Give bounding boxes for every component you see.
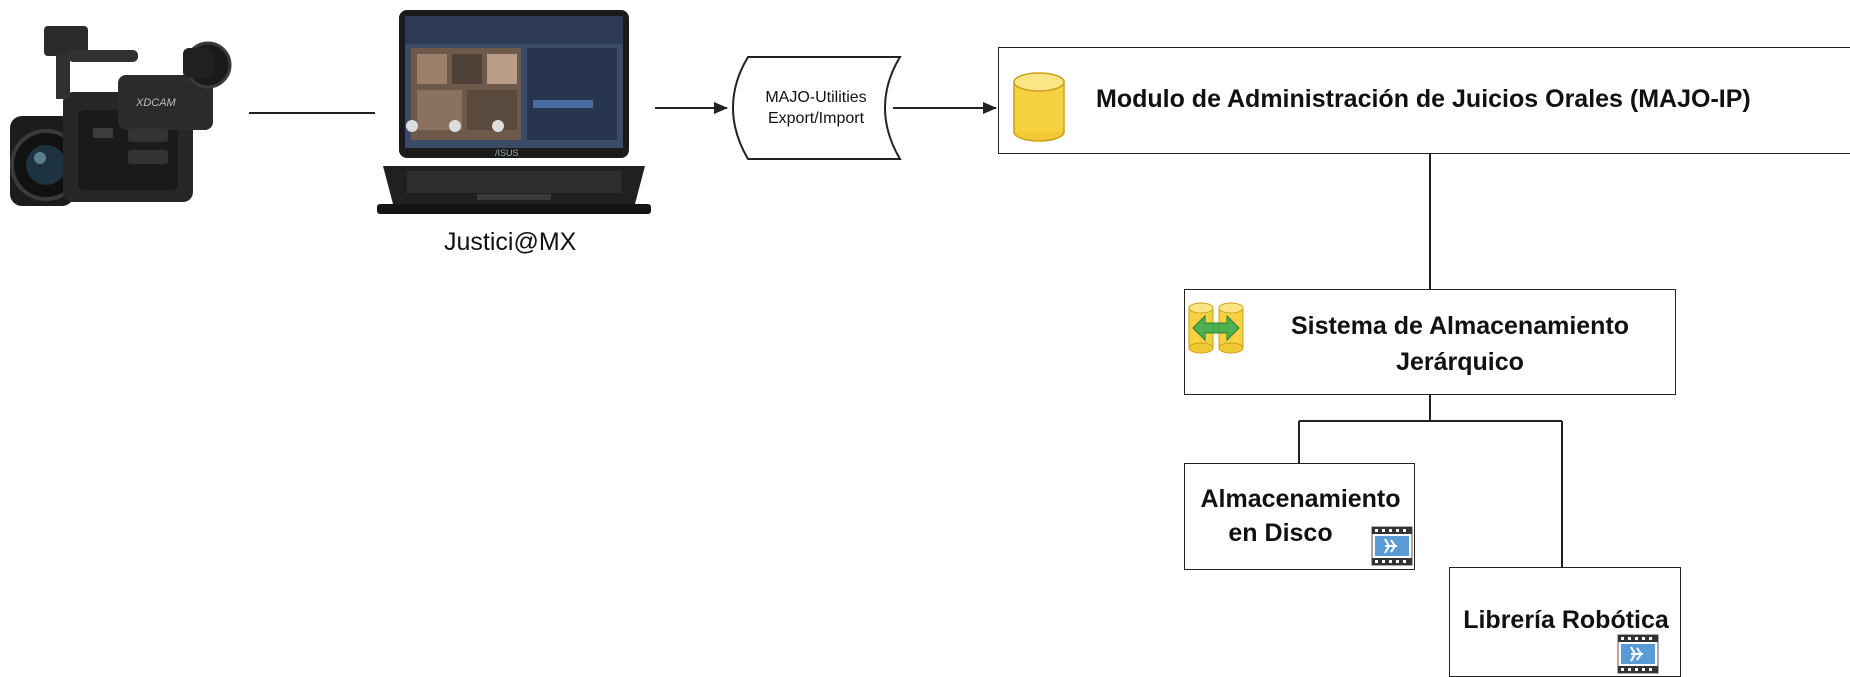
- disk-line2: en Disco: [1228, 519, 1333, 547]
- database-cylinder-icon: [1013, 72, 1065, 142]
- hsm-line1: Sistema de Almacenamiento: [1290, 312, 1630, 340]
- majo-title: Modulo de Administración de Juicios Oral…: [1096, 85, 1751, 113]
- hsm-line2: Jerárquico: [1396, 348, 1524, 376]
- utilities-node: MAJO-Utilities Export/Import: [728, 55, 904, 161]
- film-reel-icon: [1617, 634, 1659, 674]
- utilities-line2: Export/Import: [767, 110, 865, 127]
- disk-line1: Almacenamiento: [1200, 485, 1401, 513]
- hsm-box: Sistema de Almacenamiento Jerárquico: [1184, 289, 1676, 395]
- laptop-icon: /ISUS: [377, 8, 651, 216]
- majo-box: Modulo de Administración de Juicios Oral…: [998, 47, 1850, 154]
- utilities-line1: MAJO-Utilities: [765, 89, 867, 106]
- robot-title: Librería Robótica: [1463, 606, 1669, 634]
- disk-box: Almacenamiento en Disco: [1184, 463, 1415, 570]
- laptop-brand: /ISUS: [495, 148, 519, 158]
- laptop-caption: Justici@MX: [444, 228, 577, 256]
- film-reel-icon: [1371, 526, 1413, 566]
- storage-sync-icon: [1188, 302, 1244, 354]
- robot-box: Librería Robótica: [1449, 567, 1681, 677]
- svg-text:XDCAM: XDCAM: [135, 97, 177, 109]
- video-camera-icon: XDCAM: [8, 20, 243, 210]
